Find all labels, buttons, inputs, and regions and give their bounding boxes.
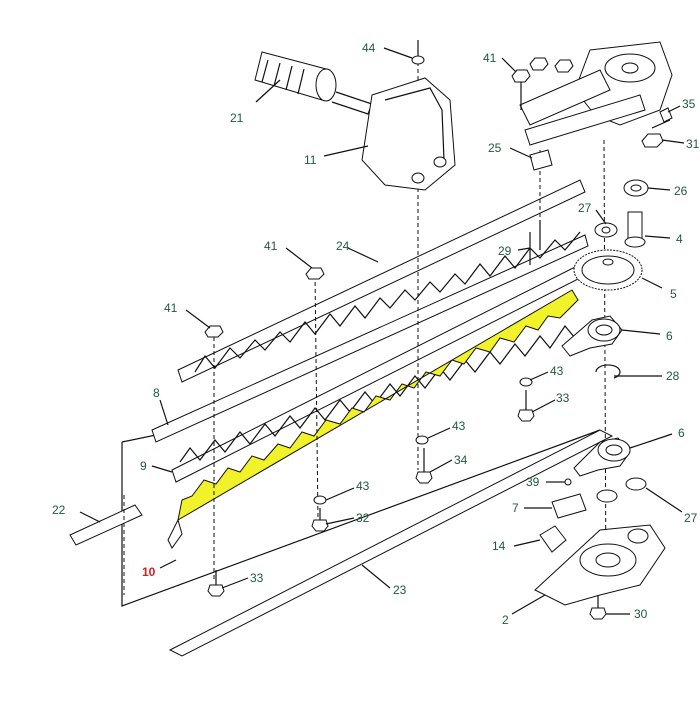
label-35: 35 (682, 97, 696, 111)
label-31: 31 (686, 137, 700, 151)
part-32-screw (311, 508, 329, 532)
part-10-lower-blade-highlighted (167, 289, 579, 549)
label-7: 7 (512, 501, 519, 515)
part-7-plate (551, 493, 587, 519)
part-33-screws (207, 390, 535, 597)
label-10-highlighted: 10 (142, 565, 156, 579)
part-21-handle-grip (254, 51, 373, 115)
part-41-nuts-blade (204, 267, 325, 338)
label-25: 25 (488, 141, 502, 155)
label-8: 8 (153, 386, 160, 400)
part-14-bracket (539, 525, 567, 553)
label-9: 9 (140, 459, 147, 473)
part-27-bearing-upper (594, 222, 618, 238)
label-28: 28 (666, 369, 680, 383)
label-6-upper: 6 (666, 329, 673, 343)
part-22-key (69, 504, 143, 546)
part-11-housing (361, 77, 456, 191)
part-27-bearings-lower (596, 477, 647, 503)
part-43-washers (313, 377, 533, 505)
label-43-right: 43 (550, 364, 564, 378)
part-labels: 44 41 35 31 21 11 25 26 24 27 41 29 4 41… (52, 41, 700, 627)
part-39-screw (556, 478, 572, 486)
part-44-screw (411, 40, 425, 65)
label-14: 14 (492, 539, 506, 553)
part-26-bearing (623, 179, 649, 197)
part-25-spacer (529, 149, 553, 171)
gear-housing-top (519, 41, 673, 146)
label-41-left: 41 (164, 301, 178, 315)
label-26: 26 (674, 184, 688, 198)
label-6-lower: 6 (678, 426, 685, 440)
label-23: 23 (393, 583, 407, 597)
frame-outline (121, 429, 601, 607)
label-33-low: 33 (250, 571, 264, 585)
label-2: 2 (502, 613, 509, 627)
part-9-middle-blade (171, 261, 589, 483)
label-5: 5 (670, 287, 677, 301)
part-28-clip (595, 364, 621, 379)
part-6-crank-lower (573, 437, 631, 477)
label-41-top: 41 (483, 51, 497, 65)
part-24-upper-blade (177, 179, 586, 383)
part-23-bar (168, 429, 614, 657)
label-22: 22 (52, 503, 66, 517)
label-32: 32 (356, 511, 370, 525)
label-33-right: 33 (556, 391, 570, 405)
label-24: 24 (336, 239, 350, 253)
part-6-crank-upper (561, 315, 623, 357)
label-11: 11 (304, 153, 317, 167)
label-41-mid: 41 (264, 239, 278, 253)
part-35-31-screws (641, 107, 673, 148)
label-39: 39 (526, 475, 540, 489)
part-5-gear (573, 249, 643, 291)
part-34-screw (415, 448, 433, 484)
label-27-upper: 27 (578, 201, 592, 215)
label-34: 34 (454, 453, 468, 467)
label-44: 44 (362, 41, 376, 55)
part-41-nuts-top (511, 57, 574, 110)
label-27-lower: 27 (684, 511, 698, 525)
part-4-pinion (624, 211, 646, 248)
label-21: 21 (230, 111, 244, 125)
part-2-base-housing (534, 524, 666, 606)
label-30: 30 (634, 607, 648, 621)
part-8-guide-bar (151, 234, 589, 443)
label-43-mid: 43 (452, 419, 466, 433)
label-4: 4 (676, 232, 683, 246)
leader-lines (79, 47, 685, 615)
label-43-low: 43 (356, 479, 370, 493)
label-29: 29 (498, 244, 512, 258)
part-30-screw (589, 595, 607, 620)
